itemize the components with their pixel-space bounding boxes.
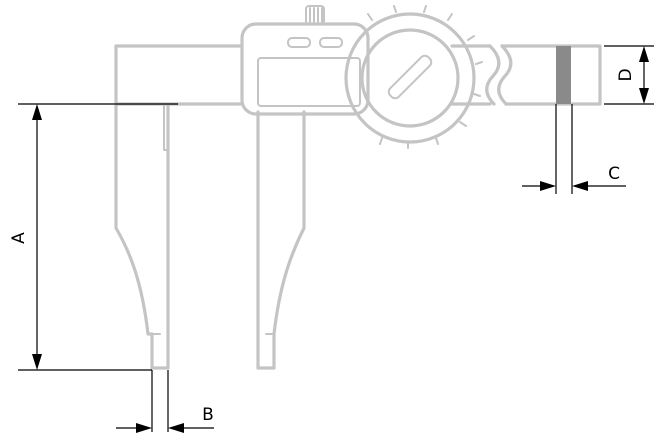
label-c: C — [608, 164, 620, 184]
dial-icon — [344, 5, 483, 149]
measurement-marker — [556, 46, 571, 104]
label-b: B — [202, 405, 214, 425]
label-d: D — [616, 68, 636, 81]
dimension-d: D — [604, 45, 654, 105]
caliper-beam — [114, 44, 602, 106]
label-a: A — [9, 232, 29, 244]
dimension-c: C — [522, 104, 626, 194]
dimension-a: A — [9, 103, 178, 371]
fixed-jaw — [114, 102, 179, 370]
dimension-b: B — [116, 370, 214, 433]
thumb-wheel-icon — [305, 5, 325, 25]
sliding-jaw — [256, 110, 306, 370]
display-housing — [240, 22, 370, 116]
